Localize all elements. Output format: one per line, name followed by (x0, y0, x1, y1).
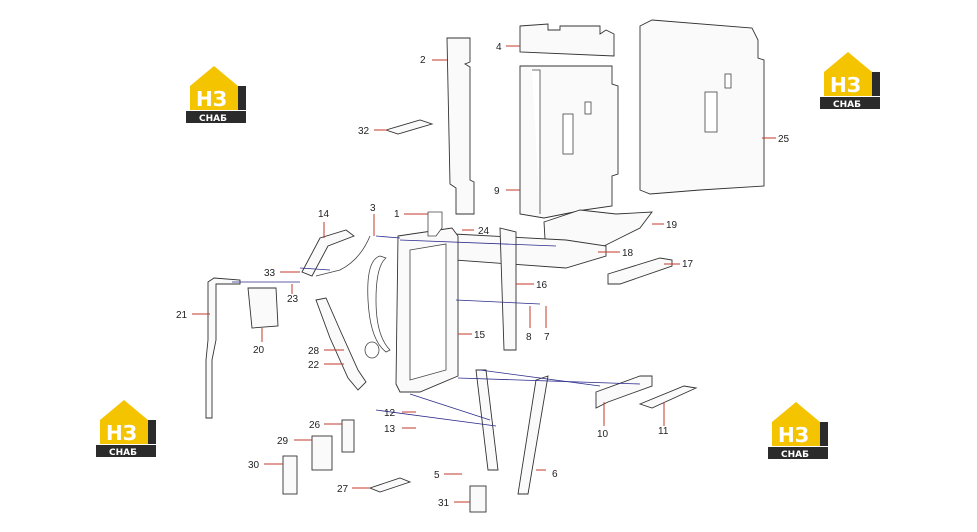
parts-drawing (205, 19, 765, 513)
part-16-vertical-rail (499, 227, 517, 351)
logo-sub-text: СНАБ (833, 100, 861, 110)
part-21-overflow-pipe (205, 277, 241, 419)
callout-18: 18 (622, 248, 634, 259)
logo-sub-text: СНАБ (199, 114, 227, 124)
callout-20: 20 (253, 345, 265, 356)
part-26-pad (341, 419, 355, 453)
callout-16: 16 (536, 280, 548, 291)
callout-10: 10 (597, 429, 609, 440)
callout-7: 7 (544, 332, 550, 343)
callout-14: 14 (318, 209, 330, 220)
part-fan-ring (367, 255, 391, 353)
callout-25: 25 (778, 134, 790, 145)
watermark-logo-top-left: НЗ СНАБ (186, 66, 246, 124)
callout-33: 33 (264, 268, 276, 279)
part-9-slot (562, 113, 574, 155)
watermark-logo-bottom-right: НЗ СНАБ (768, 402, 828, 460)
callout-19: 19 (666, 220, 678, 231)
callout-3: 3 (370, 203, 376, 214)
part-15-radiator-frame (409, 243, 447, 381)
callout-17: 17 (682, 259, 694, 270)
logo-main-text: НЗ (196, 87, 227, 111)
callout-2: 2 (420, 55, 426, 66)
part-28-clamp (364, 341, 380, 359)
callout-30: 30 (248, 460, 260, 471)
callout-29: 29 (277, 436, 289, 447)
part-31-plate (469, 485, 487, 513)
logo-main-text: НЗ (106, 421, 137, 445)
part-3-hose-line (315, 235, 371, 277)
callout-8: 8 (526, 332, 532, 343)
watermark-logo-top-right: НЗ СНАБ (820, 52, 880, 110)
logo-sub-text: СНАБ (781, 450, 809, 460)
callout-5: 5 (434, 470, 440, 481)
part-4-top-plate (519, 23, 615, 57)
part-32-pad (384, 119, 434, 135)
callout-31: 31 (438, 498, 450, 509)
callout-11: 11 (658, 426, 669, 437)
callout-27: 27 (337, 484, 349, 495)
assembly-lines (232, 235, 641, 427)
part-14-upper-hose (301, 229, 355, 277)
callout-12: 12 (384, 408, 396, 419)
callout-22: 22 (308, 360, 320, 371)
callout-labels: 1 2 3 4 5 6 7 8 9 10 11 12 13 14 15 16 1… (176, 42, 790, 509)
leader-lines (192, 45, 776, 503)
logo-sub-text: СНАБ (109, 448, 137, 458)
callout-26: 26 (309, 420, 321, 431)
part-25-slot (704, 91, 718, 133)
callout-24: 24 (478, 226, 490, 237)
part-22-lower-hose (315, 297, 367, 391)
watermark-logo-bottom-left: НЗ СНАБ (96, 400, 156, 458)
callout-28: 28 (308, 346, 320, 357)
logo-main-text: НЗ (830, 73, 861, 97)
part-17-strip (607, 257, 673, 285)
callout-23: 23 (287, 294, 299, 305)
part-25-slot-small (724, 73, 732, 89)
callout-13: 13 (384, 424, 396, 435)
part-1-bracket (427, 211, 443, 237)
logo-main-text: НЗ (778, 423, 809, 447)
part-9-panel-inner-line (532, 69, 541, 214)
callout-6: 6 (552, 469, 558, 480)
part-20-reservoir (247, 287, 279, 329)
part-25-large-panel (639, 19, 765, 195)
part-5-diagonal-strut (475, 369, 499, 471)
part-29-pad (311, 435, 333, 471)
part-6-diagonal-strut (517, 375, 549, 495)
part-30-pad (282, 455, 298, 495)
part-9-slot-small (584, 101, 592, 115)
callout-15: 15 (474, 330, 486, 341)
part-27-pad (368, 477, 412, 493)
part-2-side-plate (446, 37, 475, 215)
callout-32: 32 (358, 126, 370, 137)
part-11-plate (638, 385, 698, 409)
callout-9: 9 (494, 186, 500, 197)
callout-1: 1 (394, 209, 400, 220)
callout-4: 4 (496, 42, 502, 53)
callout-21: 21 (176, 310, 188, 321)
